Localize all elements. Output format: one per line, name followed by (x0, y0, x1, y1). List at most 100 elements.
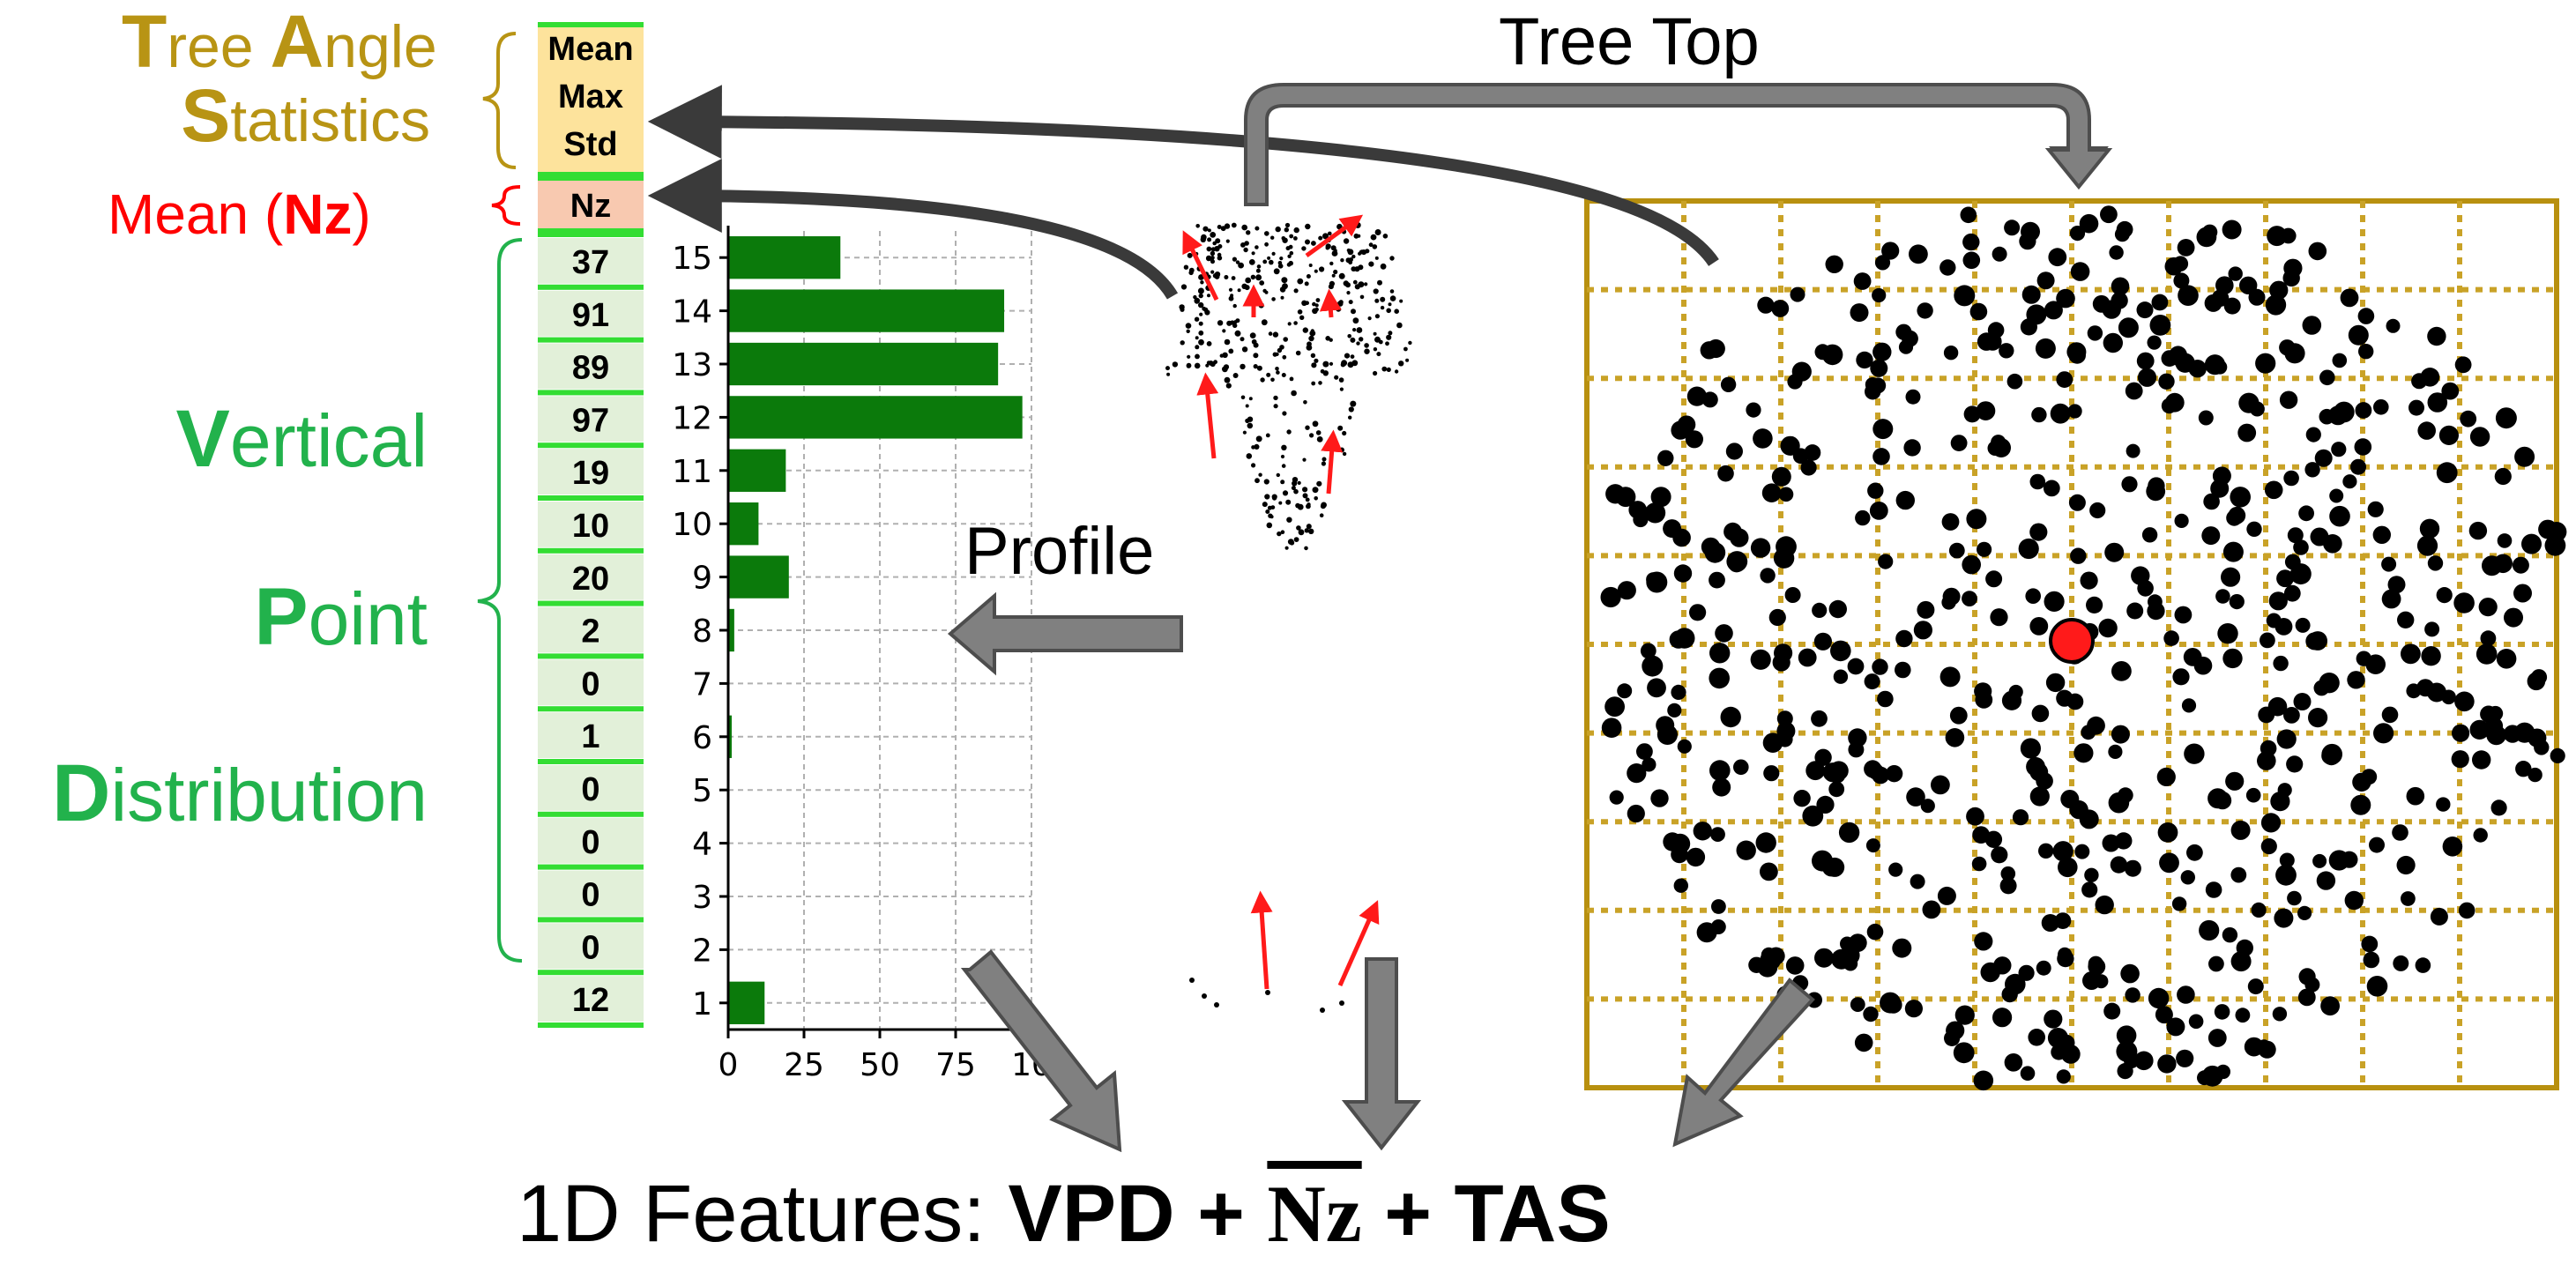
normal-arrow (1196, 372, 1219, 459)
cloud-point (1307, 502, 1311, 507)
top-view-point (2120, 963, 2140, 984)
top-view-point (2173, 272, 2190, 289)
cloud-point (1214, 1002, 1219, 1008)
cloud-point (1186, 362, 1192, 368)
cloud-point (1206, 246, 1212, 252)
top-view-point (2267, 226, 2288, 247)
cloud-point (1228, 295, 1234, 301)
top-view-point (1802, 805, 1824, 827)
top-view-point (2229, 594, 2245, 610)
cloud-point (1232, 373, 1239, 378)
top-view-point (2038, 843, 2054, 859)
cloud-point (1280, 295, 1284, 300)
nz-brace (491, 185, 521, 226)
top-view-point (2442, 837, 2463, 857)
top-view-point (1833, 669, 1849, 684)
cloud-point (1237, 288, 1241, 293)
cloud-point (1193, 243, 1198, 249)
top-view-point (2514, 446, 2535, 467)
arrow-to-nz (647, 159, 1179, 300)
tas-label: Tree Angle Statistics (122, 4, 437, 155)
column-rule (538, 284, 644, 290)
top-view-point (2004, 1053, 2023, 1072)
top-view-point (1627, 804, 1645, 823)
top-view-point (2028, 1029, 2045, 1046)
cloud-point (1339, 387, 1344, 391)
column-rule (538, 22, 644, 27)
top-view-point (1920, 799, 1935, 814)
cloud-point (1308, 264, 1313, 267)
top-view-point (1693, 822, 1713, 841)
top-view-point (2528, 767, 2542, 783)
top-view-point (2381, 706, 2399, 724)
cloud-point (1325, 336, 1330, 341)
top-view-point (1650, 789, 1669, 807)
top-view-point (1814, 948, 1834, 968)
cloud-point (1316, 436, 1323, 442)
cloud-point (1248, 397, 1253, 401)
vpd-cell (538, 870, 644, 917)
top-view-point (2260, 838, 2277, 855)
top-view-point (2534, 740, 2550, 755)
top-view-point (1805, 761, 1826, 781)
top-view-point (2472, 750, 2491, 770)
cloud-point (1214, 246, 1220, 252)
tas-cap-a: A (270, 0, 324, 83)
arrow-to-tas (647, 85, 1719, 266)
cloud-point (1346, 291, 1351, 295)
cloud-point (1189, 978, 1195, 983)
top-view-point (1601, 718, 1622, 738)
top-view-point (2427, 392, 2448, 413)
top-view-point (2201, 526, 2221, 546)
top-view-point (2108, 792, 2130, 814)
top-view-point (2308, 242, 2327, 261)
top-view-point (1990, 608, 2008, 627)
cloud-point (1296, 525, 1301, 531)
cloud-point (1246, 230, 1251, 235)
cloud-point (1276, 472, 1281, 478)
top-view-point (2267, 696, 2288, 717)
top-view-point (2246, 521, 2262, 537)
cloud-point (1244, 241, 1249, 246)
top-view-point (1711, 899, 1726, 914)
top-view-point (2115, 832, 2133, 850)
cloud-point (1262, 259, 1268, 264)
cloud-point (1247, 301, 1252, 306)
top-view-point (2056, 288, 2075, 309)
top-view-point (1872, 658, 1888, 675)
top-view-point (2236, 939, 2253, 957)
top-view-point (2361, 769, 2378, 785)
cloud-point (1281, 373, 1286, 377)
top-view-point (2228, 266, 2243, 281)
column-rule (538, 228, 644, 234)
cloud-point (1386, 367, 1391, 372)
top-view-point (1669, 630, 1688, 649)
top-view-point (2018, 538, 2039, 560)
top-view-point (1814, 748, 1832, 766)
top-view-point (1814, 344, 1831, 361)
top-view-point (2111, 292, 2128, 309)
top-view-point (2222, 927, 2238, 943)
cloud-point (1219, 353, 1225, 358)
top-view-point (2201, 224, 2218, 240)
top-view-point (1937, 886, 1956, 905)
cloud-point (1297, 309, 1303, 315)
tas-brace (482, 32, 517, 169)
cloud-point (1264, 231, 1269, 236)
top-view-point (1600, 586, 1621, 608)
vpd-cell (538, 712, 644, 758)
top-view-point (1962, 554, 1981, 575)
cloud-point (1386, 334, 1392, 340)
top-view-point (1813, 632, 1832, 651)
cloud-point (1217, 252, 1222, 257)
cloud-point (1240, 337, 1245, 342)
x-tick-label: 50 (860, 1047, 900, 1083)
cloud-point (1304, 546, 1308, 551)
top-view-point (2148, 987, 2170, 1009)
cloud-point (1322, 457, 1327, 462)
cloud-point (1364, 282, 1368, 286)
cloud-point (1348, 415, 1352, 420)
cloud-point (1277, 264, 1284, 269)
top-view-point (2147, 602, 2165, 621)
